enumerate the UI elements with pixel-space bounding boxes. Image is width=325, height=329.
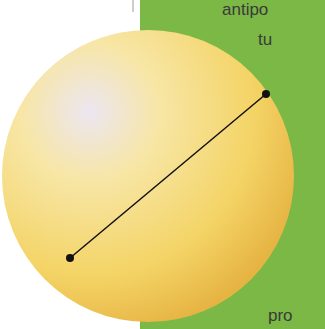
antipodal-point <box>262 90 270 98</box>
panel-rule <box>133 0 134 12</box>
sphere <box>2 30 294 322</box>
diameter-line <box>70 94 266 258</box>
panel-text: tu <box>258 30 272 50</box>
panel-text: antipo <box>222 0 268 20</box>
antipodal-point <box>66 254 74 262</box>
panel-text: pro <box>268 306 293 326</box>
